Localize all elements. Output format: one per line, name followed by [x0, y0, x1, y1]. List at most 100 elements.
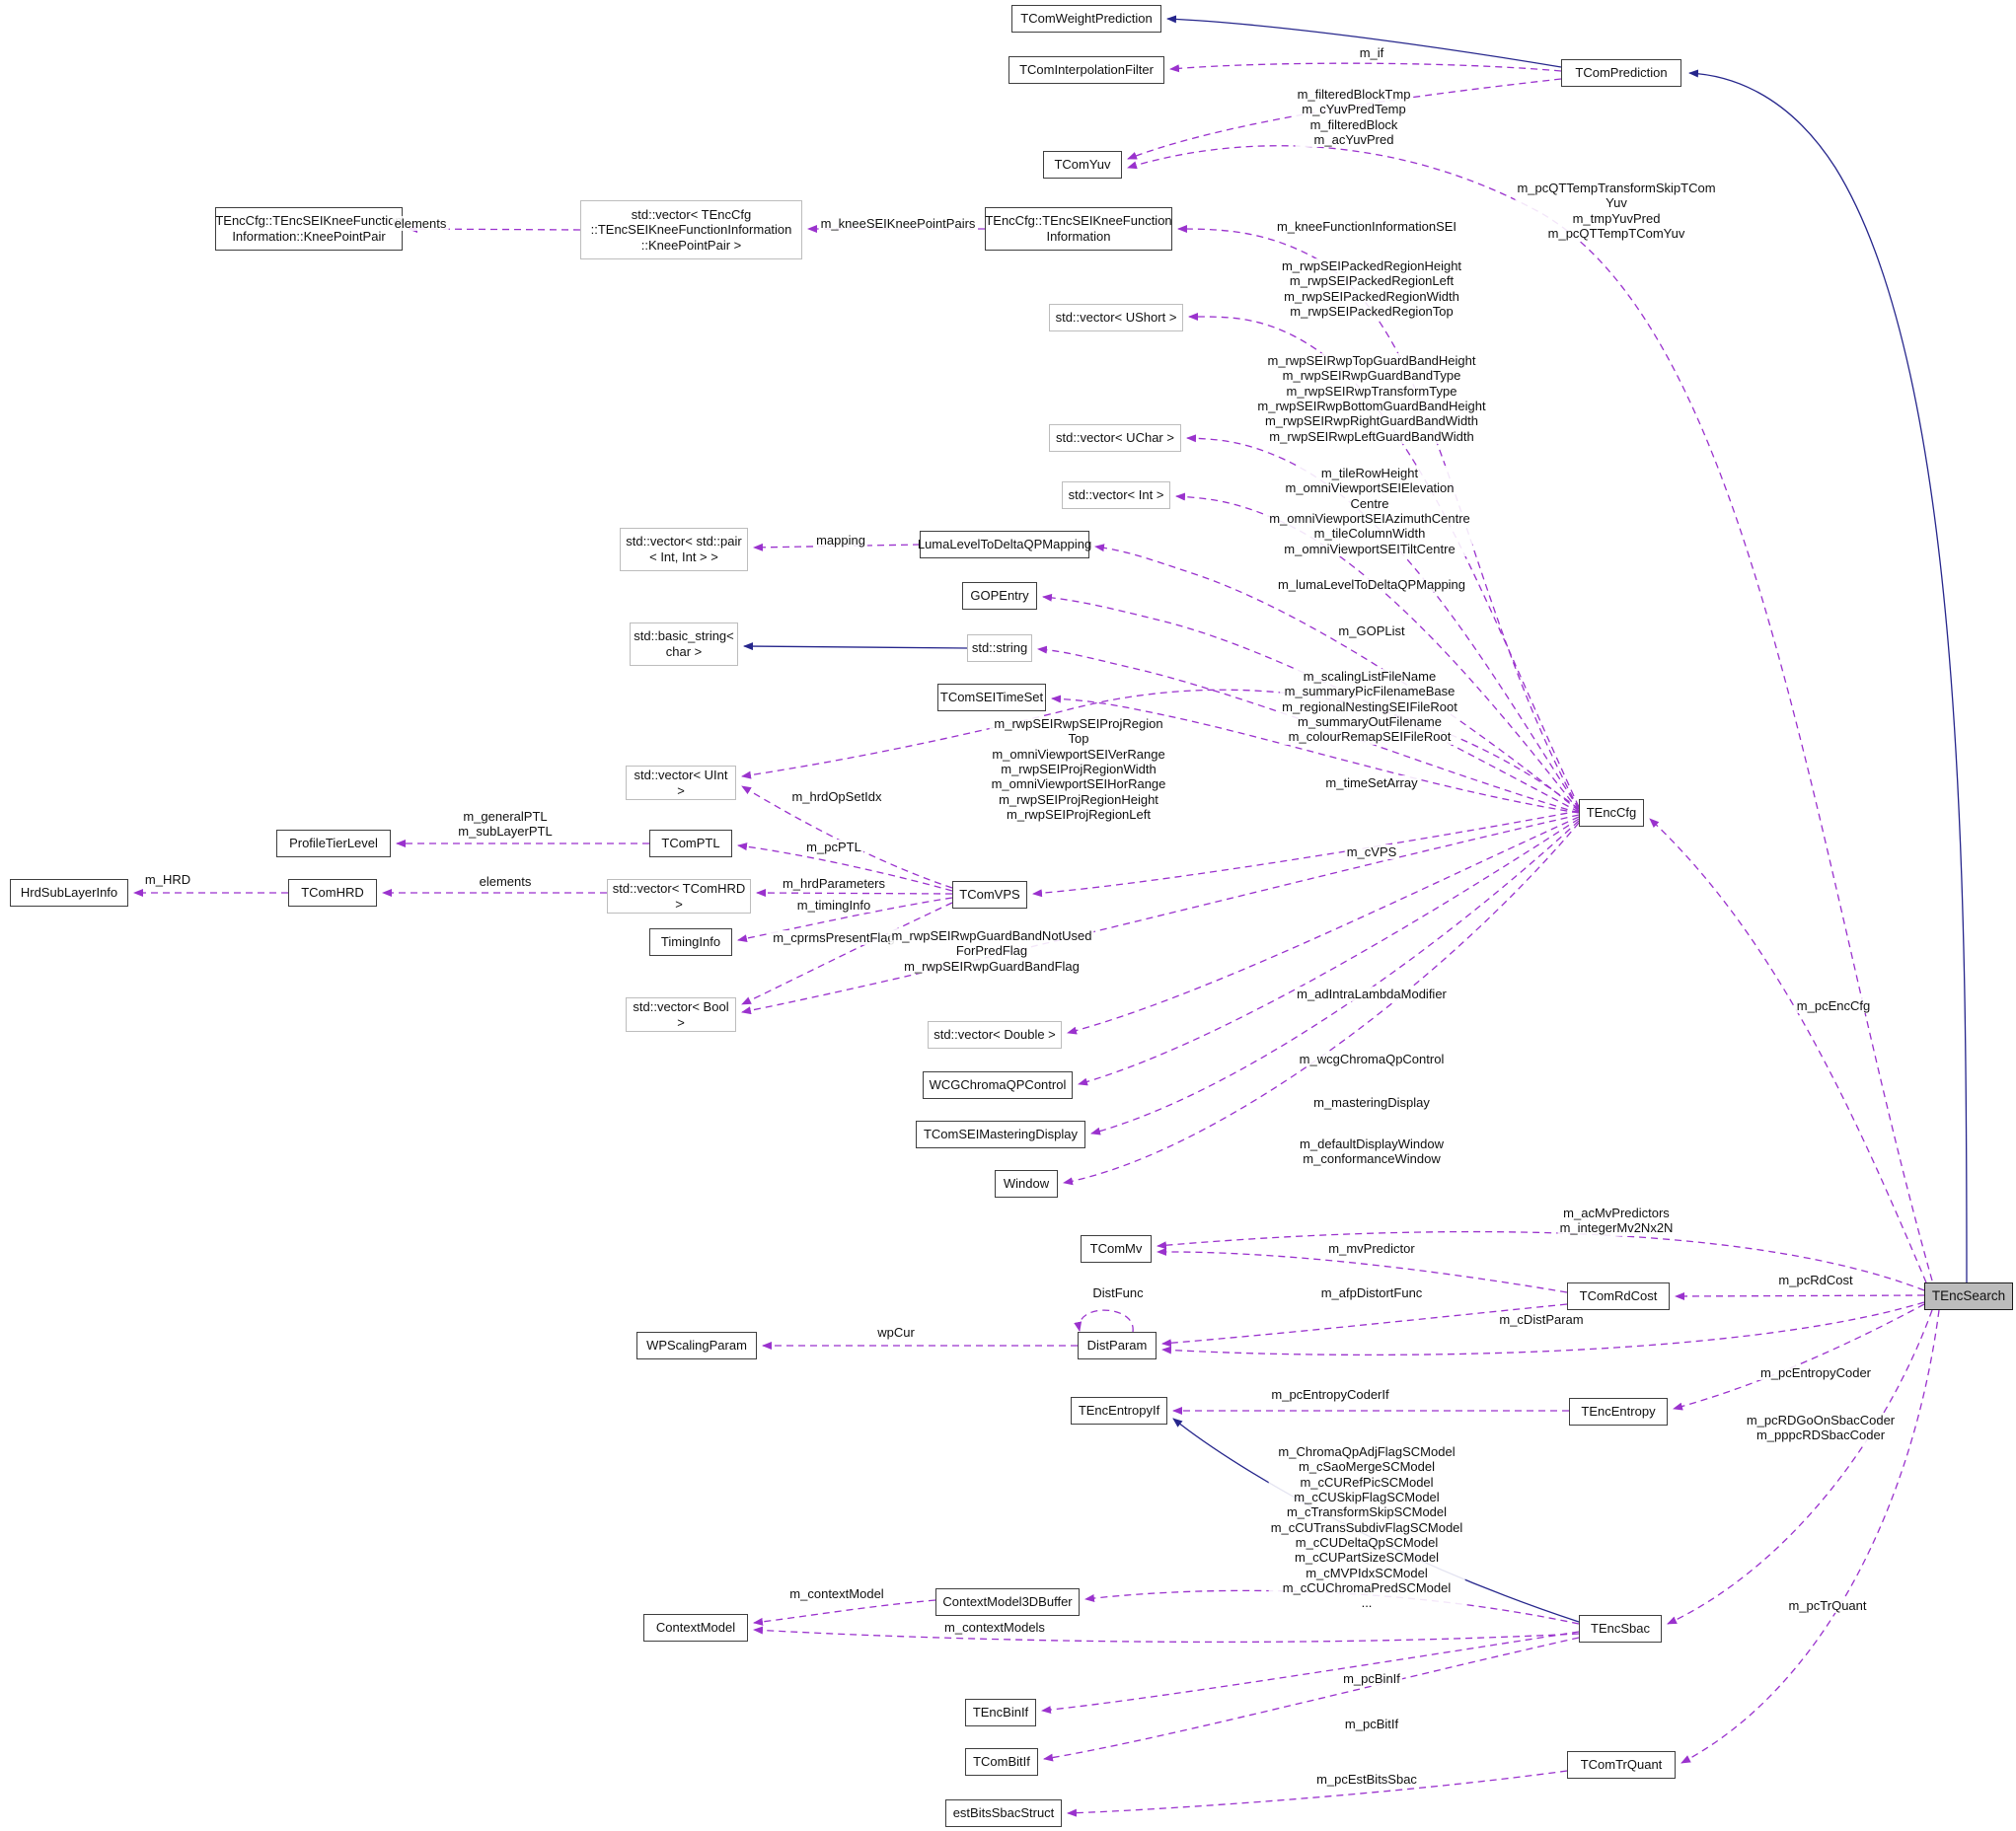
usage-edge — [1037, 645, 1580, 814]
class-node-TComMv[interactable]: TComMv — [1081, 1235, 1152, 1263]
class-node-VecUChar[interactable]: std::vector< UChar > — [1049, 424, 1181, 452]
class-node-TimingInfo[interactable]: TimingInfo — [649, 928, 732, 956]
edge-label: m_timeSetArray — [1323, 775, 1420, 791]
usage-edge — [1157, 1230, 1925, 1291]
class-node-VecPair[interactable]: std::vector< std::pair < Int, Int > > — [620, 528, 748, 571]
class-node-VecUInt[interactable]: std::vector< UInt > — [626, 766, 736, 801]
usage-edge — [1051, 695, 1580, 814]
usage-edge — [737, 897, 953, 943]
edge-label: m_pcTrQuant — [1786, 1598, 1869, 1614]
class-node-Mastering[interactable]: TComSEIMasteringDisplay — [916, 1121, 1085, 1148]
class-node-TComTrQuant[interactable]: TComTrQuant — [1567, 1751, 1676, 1779]
class-node-estBits[interactable]: estBitsSbacStruct — [945, 1799, 1062, 1827]
class-node-TComSEITimeSet[interactable]: TComSEITimeSet — [937, 684, 1046, 711]
edge-label: m_pcRDGoOnSbacCoder m_pppcRDSbacCoder — [1744, 1413, 1898, 1443]
usage-edge — [741, 902, 953, 1005]
edge-label: m_adIntraLambdaModifier — [1295, 987, 1449, 1002]
usage-edge — [753, 1599, 936, 1626]
class-node-VecInt[interactable]: std::vector< Int > — [1062, 481, 1170, 509]
usage-edge — [1161, 1301, 1925, 1356]
edge-label: m_ChromaQpAdjFlagSCModel m_cSaoMergeSCMo… — [1268, 1444, 1465, 1611]
usage-edge — [1078, 818, 1580, 1086]
edge-label: m_pcEncCfg — [1794, 998, 1873, 1014]
usage-edge — [1188, 312, 1580, 808]
class-node-KneeInfo[interactable]: TEncCfg::TEncSEIKneeFunction Information — [985, 207, 1172, 251]
edge-label: m_filteredBlockTmp m_cYuvPredTemp m_filt… — [1295, 87, 1413, 148]
class-node-TComYuv[interactable]: TComYuv — [1043, 151, 1122, 179]
class-node-TEncEntropy[interactable]: TEncEntropy — [1569, 1398, 1668, 1426]
usage-edge — [741, 814, 1580, 1015]
class-node-VecUShort[interactable]: std::vector< UShort > — [1049, 304, 1183, 331]
class-node-WPScaling[interactable]: WPScalingParam — [636, 1332, 757, 1359]
class-node-HrdSubLayerInfo[interactable]: HrdSubLayerInfo — [10, 879, 128, 907]
edge-label: m_kneeFunctionInformationSEI — [1274, 219, 1459, 235]
edge-label: m_mvPredictor — [1326, 1241, 1417, 1257]
edge-label: m_pcQTTempTransformSkipTCom Yuv m_tmpYuv… — [1515, 181, 1718, 242]
class-node-KneePair[interactable]: TEncCfg::TEncSEIKneeFunction Information… — [215, 207, 403, 251]
class-node-TEncCfg[interactable]: TEncCfg — [1579, 799, 1644, 827]
usage-edge — [1127, 145, 1933, 1282]
class-node-TComBitIf[interactable]: TComBitIf — [965, 1748, 1038, 1776]
class-node-VecHRD[interactable]: std::vector< TComHRD > — [607, 879, 751, 915]
edge-label: m_afpDistortFunc — [1318, 1285, 1425, 1301]
class-node-VecBool[interactable]: std::vector< Bool > — [626, 997, 736, 1033]
usage-edge — [1043, 1637, 1580, 1762]
class-node-TComRdCost[interactable]: TComRdCost — [1567, 1282, 1670, 1310]
usage-edge — [1084, 1589, 1580, 1625]
edge-label: m_kneeSEIKneePointPairs — [818, 216, 978, 232]
edge-label: m_wcgChromaQpControl — [1297, 1052, 1447, 1067]
class-node-TEncSearch: TEncSearch — [1924, 1282, 2013, 1310]
usage-edge — [1169, 62, 1562, 73]
class-node-TComWeightPrediction[interactable]: TComWeightPrediction — [1011, 5, 1161, 33]
class-node-WCG[interactable]: WCGChromaQPControl — [923, 1071, 1073, 1099]
usage-edge — [1675, 1291, 1925, 1300]
edge-label: m_hrdParameters — [780, 876, 888, 892]
class-node-LumaLevel[interactable]: LumaLevelToDeltaQPMapping — [918, 531, 1091, 558]
usage-edge — [1175, 492, 1580, 812]
class-node-TEncSbac[interactable]: TEncSbac — [1579, 1615, 1662, 1643]
edge-label: m_cVPS — [1344, 844, 1399, 860]
edge-label: elements — [477, 874, 534, 890]
edge-label: m_contextModels — [942, 1620, 1047, 1636]
edge-label: m_cprmsPresentFlag — [771, 930, 897, 946]
edge-label: wpCur — [875, 1325, 917, 1341]
usage-edge — [1032, 810, 1580, 898]
edge-label: m_pcEstBitsSbac — [1314, 1772, 1419, 1788]
edge-label: m_tileRowHeight m_omniViewportSEIElevati… — [1267, 466, 1472, 556]
class-node-TEncEntropyIf[interactable]: TEncEntropyIf — [1071, 1397, 1167, 1425]
edge-label: m_pcBitIf — [1342, 1717, 1401, 1732]
usage-edge — [1042, 593, 1580, 813]
edge-label: m_if — [1357, 45, 1386, 61]
class-node-BasicString[interactable]: std::basic_string< char > — [630, 623, 738, 666]
class-node-TEncBinIf[interactable]: TEncBinIf — [965, 1699, 1036, 1726]
usage-edge — [1157, 1247, 1568, 1293]
usage-edge — [753, 1626, 1580, 1644]
edge-label: m_acMvPredictors m_integerMv2Nx2N — [1557, 1206, 1676, 1236]
class-node-TComHRD[interactable]: TComHRD — [288, 879, 377, 907]
class-node-ProfileTierLevel[interactable]: ProfileTierLevel — [276, 830, 391, 857]
edge-label: m_rwpSEIRwpGuardBandNotUsed ForPredFlag … — [889, 928, 1094, 974]
class-node-VecKnee[interactable]: std::vector< TEncCfg ::TEncSEIKneeFuncti… — [580, 200, 802, 259]
edge-label: m_pcBinIf — [1341, 1671, 1402, 1687]
class-node-CM3DBuffer[interactable]: ContextModel3DBuffer — [935, 1588, 1080, 1616]
edge-label: mapping — [814, 533, 867, 549]
class-node-GOPEntry[interactable]: GOPEntry — [962, 582, 1037, 610]
class-node-TComPTL[interactable]: TComPTL — [649, 830, 732, 857]
class-node-Window[interactable]: Window — [995, 1170, 1058, 1198]
edge-label: m_GOPList — [1336, 623, 1407, 639]
edge-label: m_rwpSEIRwpTopGuardBandHeight m_rwpSEIRw… — [1255, 353, 1488, 444]
class-node-VecDouble[interactable]: std::vector< Double > — [928, 1021, 1062, 1049]
class-node-ContextModel[interactable]: ContextModel — [643, 1614, 748, 1642]
usage-edge — [1673, 1303, 1925, 1411]
class-node-TComPrediction[interactable]: TComPrediction — [1561, 59, 1681, 87]
class-node-StdString[interactable]: std::string — [967, 634, 1032, 662]
edge-label: m_masteringDisplay — [1311, 1095, 1432, 1111]
class-node-DistParam[interactable]: DistParam — [1078, 1332, 1157, 1359]
edge-label: m_hrdOpSetIdx — [789, 789, 884, 805]
class-node-TComInterpolationFilter[interactable]: TComInterpolationFilter — [1008, 56, 1164, 84]
inheritance-edge — [1688, 69, 1968, 1283]
usage-edge — [1161, 1303, 1568, 1348]
usage-edge — [1094, 544, 1580, 812]
class-node-TComVPS[interactable]: TComVPS — [952, 881, 1027, 909]
